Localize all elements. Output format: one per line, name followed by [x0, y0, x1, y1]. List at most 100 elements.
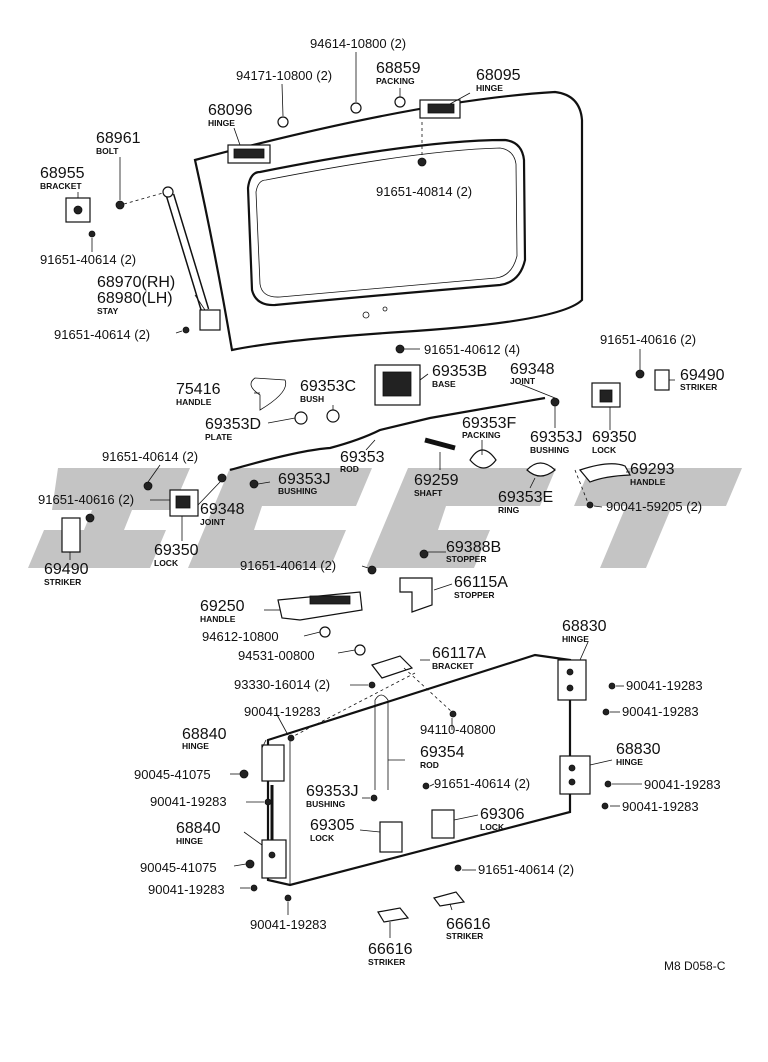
callout-c9: 91651-40614 (2): [40, 252, 136, 267]
callout-c57: 90041-19283: [622, 799, 699, 814]
callout-c5-name: HINGE: [208, 118, 235, 128]
base-69353b: [374, 364, 421, 406]
callout-c65: 66616: [368, 941, 413, 958]
callout-c22-name: BUSHING: [530, 445, 570, 455]
stopper-66115a: [399, 577, 433, 613]
callout-c3: 68859: [376, 60, 421, 77]
callout-c51: 90045-41075: [134, 767, 211, 782]
screw-90041-59205: [586, 501, 594, 509]
callout-c60: 90045-41075: [140, 860, 217, 875]
bushing-69353j: [550, 397, 560, 407]
screw-91651-40614-left: [143, 481, 153, 491]
callout-c59: 69305: [310, 817, 355, 834]
screw-91651-40614-a: [88, 230, 96, 238]
rod-69354: [374, 700, 389, 790]
lock-69350-right: [591, 382, 621, 408]
ring-69353e: [526, 462, 556, 477]
callout-c32: 90041-59205 (2): [606, 499, 702, 514]
plate-69353d: [294, 411, 308, 425]
callout-c11-name: STAY: [97, 306, 119, 316]
back-window-door: [193, 90, 584, 352]
callout-c7-name: BRACKET: [40, 181, 82, 191]
callout-c2: 94171-10800 (2): [236, 68, 332, 83]
callout-c37-name: STOPPER: [454, 590, 494, 600]
callout-c19-name: BUSH: [300, 394, 324, 404]
callout-c46: 90041-19283: [622, 704, 699, 719]
callout-c21: 69353F: [462, 415, 516, 432]
callout-c42-name: BRACKET: [432, 661, 474, 671]
callout-c23: 69350: [592, 429, 637, 446]
callout-labels: 94614-10800 (2) 94171-10800 (2) 68859 PA…: [38, 36, 726, 973]
callout-c38: 69250: [200, 598, 245, 615]
rod-69353: [229, 396, 546, 472]
screw-91651-40616-right: [635, 369, 645, 379]
striker-66616-right: [432, 891, 466, 907]
callout-c37: 66115A: [454, 574, 508, 591]
packing-69353f: [469, 449, 497, 469]
rod-69354-top: [374, 694, 389, 701]
screw-91651-40616-left: [85, 513, 95, 523]
callout-c13: 91651-40612 (4): [424, 342, 520, 357]
joint-69348: [217, 473, 227, 483]
nut-94171: [277, 116, 289, 128]
screw-91651-40614-stopper: [367, 565, 377, 575]
callout-c10: 68970(RH): [97, 274, 175, 291]
striker-69490-right: [654, 369, 670, 391]
callout-c48: 68840: [182, 726, 227, 743]
screw-91651-40614-b: [182, 326, 190, 334]
callout-c20-name: PLATE: [205, 432, 233, 442]
callout-c35-name: STOPPER: [446, 554, 486, 564]
callout-c47: 94110-40800: [420, 722, 496, 737]
callout-c25: 91651-40614 (2): [102, 449, 198, 464]
callout-c29-name: RING: [498, 505, 520, 515]
callout-c15-name: STRIKER: [680, 382, 717, 392]
callout-c16-name: JOINT: [510, 376, 536, 386]
lock-69350-left: [169, 489, 199, 517]
callout-c58: 68840: [176, 820, 221, 837]
callout-c40: 68830: [562, 618, 607, 635]
callout-c62: 90041-19283: [148, 882, 225, 897]
callout-c29: 69353E: [498, 489, 553, 506]
callout-c33: 69350: [154, 542, 199, 559]
hinge-68840-top: [261, 744, 285, 782]
callout-c4: 68095: [476, 67, 521, 84]
handle-69250: [277, 591, 363, 621]
callout-c49-name: ROD: [420, 760, 439, 770]
callout-c19: 69353C: [300, 378, 356, 395]
callout-c65-name: STRIKER: [368, 957, 405, 967]
hinge-68096: [227, 144, 271, 164]
shaft-69259: [424, 437, 456, 451]
callout-c55: 69353J: [306, 783, 359, 800]
callout-c31-name: JOINT: [200, 517, 226, 527]
bush-69353c: [326, 409, 340, 423]
callout-c31: 69348: [200, 501, 245, 518]
callout-c6-name: BOLT: [96, 146, 119, 156]
callout-c58-name: HINGE: [176, 836, 203, 846]
bushing-69353j-left: [249, 479, 259, 489]
callout-c35: 69388B: [446, 539, 501, 556]
callout-c18-name: HANDLE: [176, 397, 212, 407]
callout-c38-name: HANDLE: [200, 614, 236, 624]
callout-c4-name: HINGE: [476, 83, 503, 93]
callout-c12: 91651-40614 (2): [54, 327, 150, 342]
callout-c41: 94531-00800: [238, 648, 315, 663]
callout-c33-name: LOCK: [154, 558, 179, 568]
packing-68859: [394, 96, 406, 108]
tail-gate: [266, 653, 572, 887]
handle-75416: [250, 377, 287, 411]
callout-c56: 69306: [480, 806, 525, 823]
callout-c23-name: LOCK: [592, 445, 617, 455]
callout-c20: 69353D: [205, 416, 261, 433]
callout-c24-name: ROD: [340, 464, 359, 474]
callout-c14: 91651-40616 (2): [600, 332, 696, 347]
callout-c17: 69353B: [432, 363, 487, 380]
screw-91651-40612: [395, 344, 405, 354]
lock-69305: [379, 821, 403, 853]
striker-66616-left: [377, 907, 410, 923]
screw-91651-40814: [417, 157, 427, 167]
stopper-69388b: [419, 549, 429, 559]
hinge-68830-top: [557, 659, 587, 701]
hinge-68095: [419, 99, 461, 119]
callout-c44: 90041-19283: [626, 678, 703, 693]
